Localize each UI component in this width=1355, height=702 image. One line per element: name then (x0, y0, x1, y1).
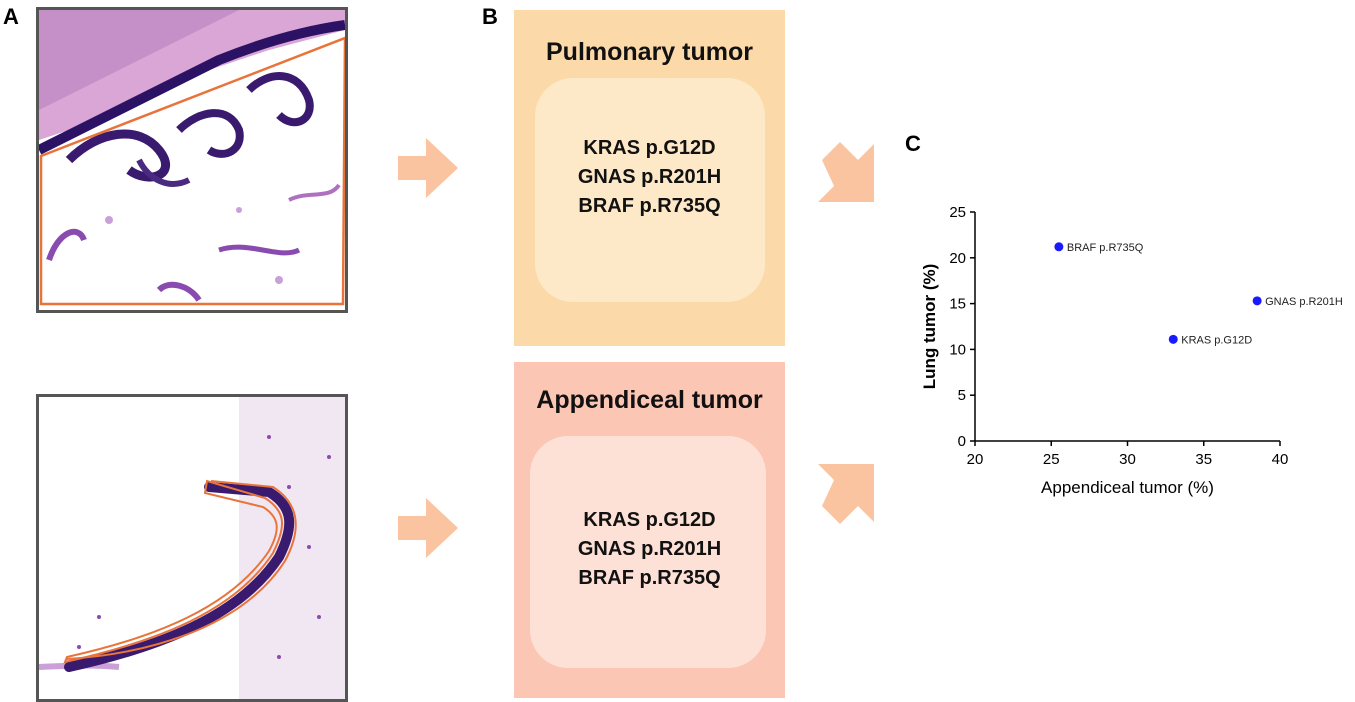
panel-label-b: B (482, 4, 498, 29)
appendiceal-tumor-card: Appendiceal tumor KRAS p.G12D GNAS p.R20… (514, 362, 785, 698)
x-tick-label: 20 (967, 451, 984, 468)
pulmonary-mutation-list: KRAS p.G12D GNAS p.R201H BRAF p.R735Q (514, 134, 785, 221)
pulmonary-tumor-card: Pulmonary tumor KRAS p.G12D GNAS p.R201H… (514, 10, 785, 346)
histology-image-appendiceal (36, 394, 348, 702)
appendiceal-mutation-list: KRAS p.G12D GNAS p.R201H BRAF p.R735Q (514, 506, 785, 593)
y-tick-label: 25 (949, 204, 966, 221)
y-tick-label: 15 (949, 296, 966, 313)
mutation-item: BRAF p.R735Q (578, 195, 721, 217)
mutation-item: GNAS p.R201H (577, 538, 722, 560)
pulmonary-mutation-box (535, 78, 765, 302)
x-tick-label: 40 (1272, 451, 1289, 468)
y-tick-label: 10 (949, 341, 966, 358)
arrow-up-right-icon (818, 464, 874, 524)
appendiceal-mutation-box (530, 436, 766, 668)
pulmonary-card-title: Pulmonary tumor (546, 38, 753, 66)
data-point-label: BRAF p.R735Q (1067, 242, 1144, 254)
x-tick-label: 30 (1119, 451, 1136, 468)
mutation-item: KRAS p.G12D (583, 509, 716, 531)
data-point (1252, 296, 1262, 306)
y-tick-label: 0 (958, 433, 966, 450)
arrow-right-icon (398, 138, 458, 198)
panel-label-c: C (905, 131, 921, 156)
data-point-label: GNAS p.R201H (1265, 296, 1343, 308)
x-axis-label: Appendiceal tumor (%) (1041, 478, 1214, 497)
data-point-label: KRAS p.G12D (1181, 334, 1252, 346)
x-tick-label: 35 (1195, 451, 1212, 468)
x-tick-label: 25 (1043, 451, 1060, 468)
y-tick-label: 20 (949, 250, 966, 267)
arrow-right-icon (398, 498, 458, 558)
data-point (1168, 334, 1178, 344)
data-point (1054, 242, 1064, 252)
y-axis-label: Lung tumor (%) (920, 264, 939, 390)
histology-image-pulmonary (36, 7, 348, 313)
mutation-item: GNAS p.R201H (577, 166, 722, 188)
mutation-item: BRAF p.R735Q (578, 567, 721, 589)
arrow-down-right-icon (818, 142, 874, 202)
y-tick-label: 5 (958, 387, 966, 404)
mutation-item: KRAS p.G12D (583, 137, 716, 159)
panel-label-a: A (3, 4, 19, 29)
appendiceal-card-title: Appendiceal tumor (536, 386, 763, 414)
